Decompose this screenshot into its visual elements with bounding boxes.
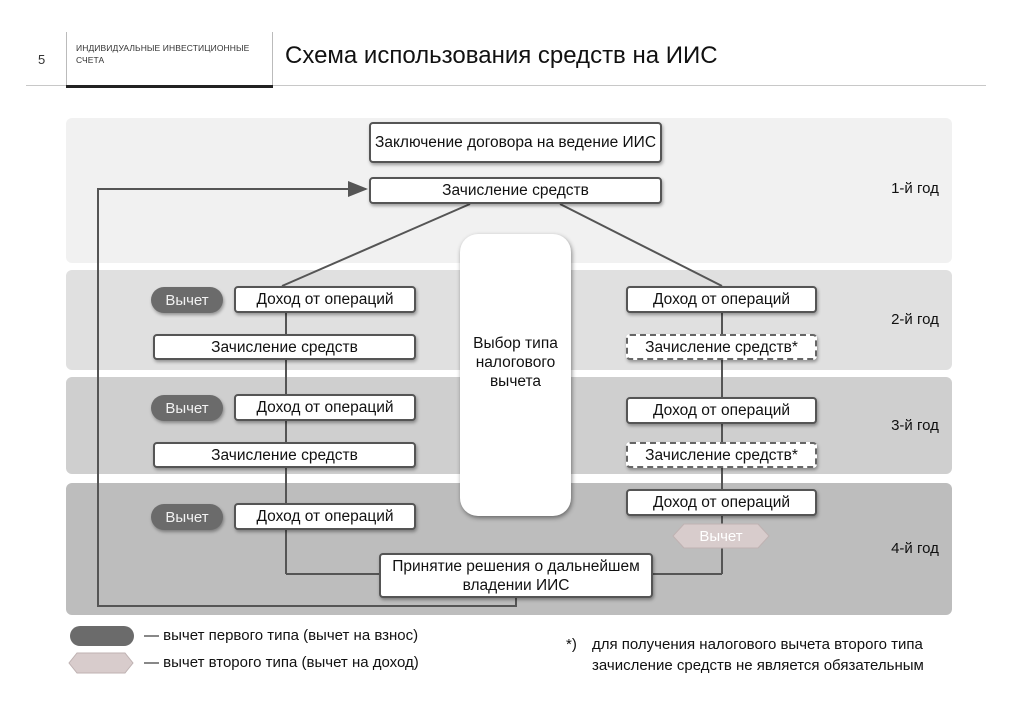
legend-first-type-label: — вычет первого типа (вычет на взнос) (144, 627, 419, 644)
header-rule (26, 85, 986, 86)
year-label-3: 3-й год (891, 417, 939, 434)
left-income-box-year-4: Доход от операций (234, 503, 416, 530)
left-deposit-box-year-2: Зачисление средств (153, 334, 416, 360)
header-divider (272, 32, 273, 88)
right-income-box-year-4: Доход от операций (626, 489, 817, 516)
deduct-second-type-badge: Вычет (672, 523, 770, 549)
legend-second-type-swatch (68, 652, 134, 674)
section-underline (66, 85, 273, 88)
legend-first-type-swatch (70, 626, 134, 646)
left-income-box-year-3: Доход от операций (234, 394, 416, 421)
deduct-first-type-badge: Вычет (151, 395, 223, 421)
hexagon-shape (672, 523, 770, 549)
right-income-box-year-2: Доход от операций (626, 286, 817, 313)
footnote-marker: *) (566, 636, 577, 653)
connector-line (559, 203, 723, 287)
connector-line (281, 203, 471, 287)
deduct-first-type-badge: Вычет (151, 504, 223, 530)
contract-box: Заключение договора на ведение ИИС (369, 122, 662, 163)
hexagon-shape (68, 652, 134, 674)
year-label-4: 4-й год (891, 540, 939, 557)
deposit-box-year-1: Зачисление средств (369, 177, 662, 204)
footnote-line-1: для получения налогового вычета второго … (592, 636, 923, 653)
section-label: ИНДИВИДУАЛЬНЫЕ ИНВЕСТИЦИОННЫЕ СЧЕТА (76, 43, 250, 65)
legend-second-type-label: — вычет второго типа (вычет на доход) (144, 654, 419, 671)
deduct-first-type-badge: Вычет (151, 287, 223, 313)
year-label-1: 1-й год (891, 180, 939, 197)
right-deposit-optional-year-2: Зачисление средств* (626, 334, 817, 360)
year-label-2: 2-й год (891, 311, 939, 328)
left-income-box-year-2: Доход от операций (234, 286, 416, 313)
decision-box: Принятие решения о дальнейшем владении И… (379, 553, 653, 598)
right-income-box-year-3: Доход от операций (626, 397, 817, 424)
left-deposit-box-year-3: Зачисление средств (153, 442, 416, 468)
deduct-second-type-label: Вычет (699, 527, 743, 545)
footnote-line-2: зачисление средств не является обязатель… (592, 657, 924, 674)
header-divider (66, 32, 67, 88)
loop-back-arrow (97, 181, 517, 607)
page-title: Схема использования средств на ИИС (285, 42, 718, 69)
deduction-type-choice: Выбор типа налогового вычета (460, 234, 571, 516)
right-deposit-optional-year-3: Зачисление средств* (626, 442, 817, 468)
page-number: 5 (38, 52, 46, 67)
